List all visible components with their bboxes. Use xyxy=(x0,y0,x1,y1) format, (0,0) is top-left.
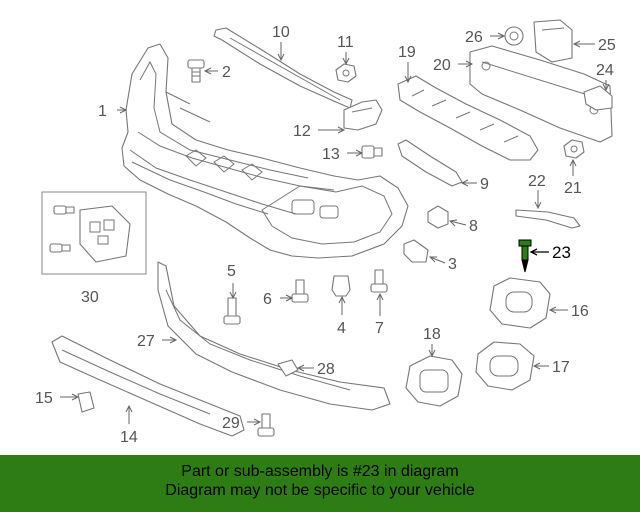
callout-26: 26 xyxy=(465,29,483,46)
callout-labels: 1 2 3 4 5 6 7 8 9 10 11 12 13 14 15 16 1… xyxy=(35,24,616,446)
leader-lines xyxy=(60,32,610,426)
callout-21: 21 xyxy=(564,180,582,197)
callout-8: 8 xyxy=(469,218,478,235)
callout-19: 19 xyxy=(398,44,416,61)
part-14-lower-cover[interactable] xyxy=(51,335,245,437)
callout-20: 20 xyxy=(433,57,451,74)
callout-15: 15 xyxy=(35,390,53,407)
part-18-bezel[interactable] xyxy=(405,355,463,407)
part-5-bolt[interactable] xyxy=(223,297,241,325)
part-22-strip[interactable] xyxy=(515,209,581,229)
part-11-nut[interactable] xyxy=(335,63,357,83)
callout-5: 5 xyxy=(227,263,236,280)
info-banner: Part or sub-assembly is #23 in diagram D… xyxy=(0,455,640,512)
callout-27: 27 xyxy=(137,333,155,350)
part-29-bolt[interactable] xyxy=(257,413,275,437)
callout-24: 24 xyxy=(596,62,614,79)
part-26-sensor[interactable] xyxy=(504,26,524,46)
part-9-bracket[interactable] xyxy=(397,139,463,187)
callout-22: 22 xyxy=(528,173,546,190)
part-20-reinforcement[interactable] xyxy=(469,45,613,143)
callout-12: 12 xyxy=(293,123,311,140)
callout-6: 6 xyxy=(263,291,272,308)
callout-17: 17 xyxy=(552,359,570,376)
callout-29: 29 xyxy=(222,415,240,432)
part-16-fog-bezel[interactable] xyxy=(489,277,551,329)
callout-2: 2 xyxy=(222,64,231,81)
callout-23: 23 xyxy=(552,243,571,262)
part-17-bezel[interactable] xyxy=(475,341,535,391)
part-21-nut[interactable] xyxy=(563,139,585,159)
banner-line-1: Part or sub-assembly is #23 in diagram xyxy=(181,463,459,480)
part-19-absorber[interactable] xyxy=(397,75,539,161)
part-25-bracket[interactable] xyxy=(533,19,573,63)
callout-10: 10 xyxy=(272,24,290,41)
callout-30: 30 xyxy=(81,289,99,306)
callout-3: 3 xyxy=(448,256,457,273)
callout-13: 13 xyxy=(322,146,340,163)
part-2-screw[interactable] xyxy=(187,59,205,83)
part-30-inset[interactable] xyxy=(41,191,147,275)
parts-diagram: 1 2 3 4 5 6 7 8 9 10 11 12 13 14 15 16 1… xyxy=(35,19,616,446)
callout-25: 25 xyxy=(598,37,616,54)
callout-28: 28 xyxy=(317,361,335,378)
callout-1: 1 xyxy=(98,103,107,120)
part-1-bumper-cover[interactable] xyxy=(121,43,409,259)
part-4-clip[interactable] xyxy=(331,275,351,297)
part-24-bracket[interactable] xyxy=(583,85,613,111)
callout-9: 9 xyxy=(480,176,489,193)
callout-18: 18 xyxy=(423,326,441,343)
callout-4: 4 xyxy=(337,320,346,337)
part-6-bolt[interactable] xyxy=(291,279,309,303)
banner-line-2: Diagram may not be specific to your vehi… xyxy=(165,482,475,499)
callout-16: 16 xyxy=(571,303,589,320)
part-27-lower-spoiler[interactable] xyxy=(157,261,391,411)
part-12-bracket[interactable] xyxy=(343,99,383,131)
part-7-bolt[interactable] xyxy=(370,269,388,293)
part-28-clip[interactable] xyxy=(277,359,299,377)
part-23-pin[interactable] xyxy=(518,239,532,273)
part-8-clip[interactable] xyxy=(427,205,449,229)
part-3-clip[interactable] xyxy=(403,239,429,263)
callout-7: 7 xyxy=(375,320,384,337)
callout-11: 11 xyxy=(337,34,354,51)
part-15-clip[interactable] xyxy=(77,391,95,413)
callout-14: 14 xyxy=(120,429,138,446)
part-13-bolt[interactable] xyxy=(361,145,383,159)
